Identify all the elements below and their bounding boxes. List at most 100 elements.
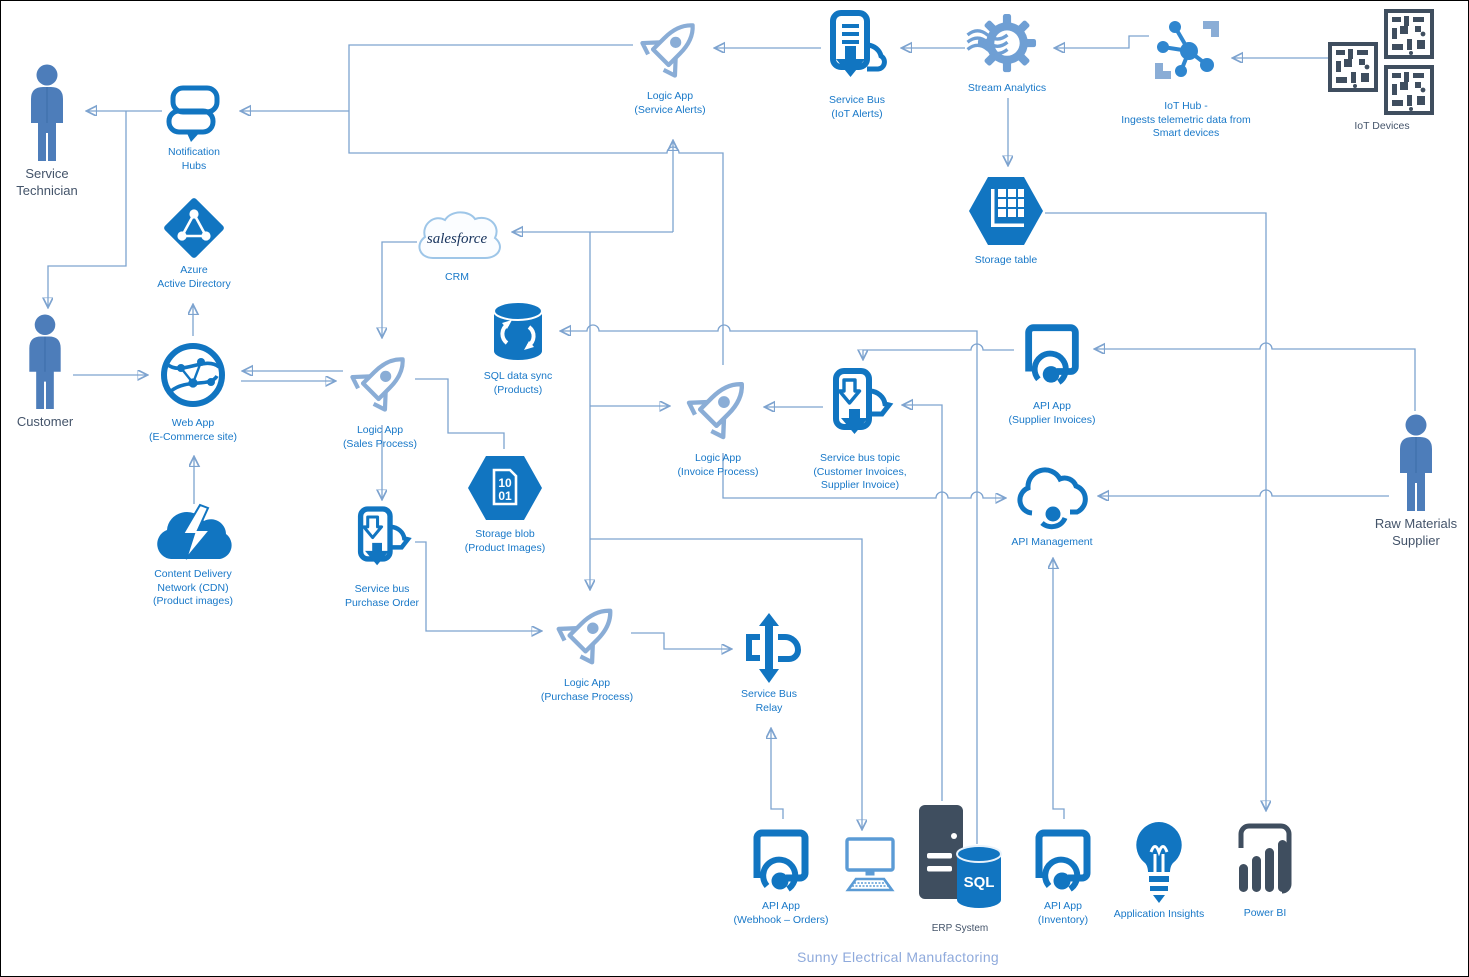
service-bus-iot-alerts-label: Service Bus (IoT Alerts) — [828, 94, 886, 120]
api-app-supplier-invoices-label: API App (Supplier Invoices) — [1008, 400, 1096, 426]
service-bus-purchase-order-label: Service bus Purchase Order — [344, 583, 420, 609]
hextable-icon — [969, 177, 1043, 245]
application-insights-label: Application Insights — [1113, 908, 1205, 920]
api-app-inventory — [1026, 821, 1100, 897]
sbus-icon — [830, 10, 887, 77]
connector-supplier-to-api-management — [1099, 489, 1389, 496]
logic-app-service-alerts — [631, 9, 709, 87]
svg-text:10: 10 — [498, 476, 512, 490]
api-management-label: API Management — [1011, 536, 1093, 548]
rocket-icon — [556, 608, 613, 665]
service-bus-topic-label: Service bus topic (Customer Invoices, Su… — [813, 452, 907, 492]
api-management — [1011, 459, 1093, 533]
cdn-label: Content Delivery Network (CDN) (Product … — [153, 568, 233, 608]
storage-table — [967, 171, 1045, 251]
logic-app-sales-label: Logic App (Sales Process) — [342, 424, 418, 450]
svg-text:salesforce: salesforce — [427, 231, 488, 247]
raw-materials-supplier-label: Raw Materials Supplier — [1374, 516, 1458, 548]
rocket-icon — [686, 382, 744, 440]
sbtopic-icon — [833, 368, 894, 434]
service-technician-label: Service Technician — [16, 166, 78, 198]
api-app-supplier-invoices — [1016, 309, 1088, 397]
erp-system: SQL — [917, 803, 1003, 919]
service-technician — [21, 63, 73, 163]
stream-analytics-label: Stream Analytics — [967, 82, 1047, 94]
iothub-icon — [1155, 21, 1219, 79]
rocket-icon — [640, 23, 695, 78]
service-bus-relay — [736, 611, 802, 685]
svg-text:01: 01 — [498, 489, 512, 503]
logic-app-purchase — [546, 594, 628, 674]
service-bus-iot-alerts — [821, 9, 893, 91]
person-icon — [31, 64, 63, 161]
iot-devices-label: IoT Devices — [1354, 120, 1410, 132]
logic-app-invoice-label: Logic App (Invoice Process) — [677, 452, 759, 478]
relay-icon — [746, 613, 802, 683]
stream-analytics — [963, 9, 1051, 79]
powerbi-icon — [1238, 823, 1292, 894]
connector-supplier-to-api-app-supplier — [1095, 342, 1416, 411]
salesforce-crm-label: CRM — [445, 271, 469, 283]
aad-icon — [164, 198, 224, 258]
iot-hub-label: IoT Hub - Ingests telemetric data from S… — [1121, 100, 1251, 140]
salesforce-icon: salesforce — [418, 211, 501, 259]
azure-active-directory-label: Azure Active Directory — [157, 264, 231, 290]
connector-webhook-to-relay — [771, 729, 784, 819]
api-app-webhook-orders — [744, 821, 818, 897]
iot-devices — [1328, 9, 1436, 117]
customer-label: Customer — [16, 414, 74, 429]
sql-data-sync-label: SQL data sync (Products) — [483, 370, 553, 396]
nhub-icon — [166, 85, 220, 142]
cdn-icon — [157, 503, 232, 560]
salesforce-crm: salesforce — [411, 206, 503, 268]
power-bi — [1227, 816, 1303, 904]
web-app-label: Web App (E-Commerce site) — [148, 417, 238, 443]
svg-text:SQL: SQL — [964, 874, 995, 891]
person-icon — [1400, 414, 1432, 511]
api-app-webhook-orders-label: API App (Webhook – Orders) — [733, 900, 829, 926]
connector-api-app-supplier-to-topic — [863, 343, 1014, 359]
customer — [19, 313, 71, 411]
api-app-inventory-label: API App (Inventory) — [1037, 900, 1089, 926]
logic-app-service-alerts-label: Logic App (Service Alerts) — [634, 90, 706, 116]
gear-icon — [966, 14, 1037, 73]
cdn — [153, 501, 233, 565]
person-icon — [29, 314, 61, 410]
iot-hub — [1147, 13, 1225, 97]
notification-hubs-label: Notification Hubs — [168, 146, 220, 172]
sbtopic-icon — [357, 506, 412, 566]
apimgmt-icon — [1017, 467, 1088, 530]
erp-client-computer — [841, 836, 899, 894]
apiapp-icon — [1025, 324, 1079, 385]
storage-blob-label: Storage blob (Product Images) — [464, 528, 546, 554]
raw-materials-supplier — [1389, 413, 1443, 513]
service-bus-purchase-order — [349, 504, 415, 580]
notification-hubs — [163, 83, 225, 143]
chips-icon — [1328, 9, 1434, 115]
bulb-icon — [1136, 822, 1182, 903]
connector-logic-app-purchase-to-relay — [631, 632, 731, 649]
globe-icon — [161, 343, 225, 407]
connector-api-app-inventory-to-api-management — [1053, 559, 1065, 819]
erp-system-label: ERP System — [931, 923, 989, 934]
connector-iot-hub-to-stream-analytics — [1055, 35, 1149, 48]
apiapp-icon — [753, 829, 809, 892]
service-bus-topic — [823, 367, 897, 449]
power-bi-label: Power BI — [1243, 907, 1287, 919]
diagram-title: Sunny Electrical Manufactoring — [797, 949, 999, 965]
logic-app-purchase-label: Logic App (Purchase Process) — [540, 677, 634, 703]
logic-app-sales — [341, 343, 419, 421]
rocket-icon — [350, 357, 405, 412]
sql-data-sync — [488, 297, 548, 367]
monitor-icon — [845, 837, 895, 892]
connector-erp-sql-to-sql-data-sync — [561, 324, 978, 844]
storage-table-label: Storage table — [974, 254, 1038, 266]
application-insights — [1127, 819, 1191, 905]
apiapp-icon — [1035, 829, 1091, 892]
sqlsync-icon — [493, 301, 543, 360]
logic-app-invoice — [677, 367, 759, 449]
azure-active-directory — [161, 195, 227, 261]
